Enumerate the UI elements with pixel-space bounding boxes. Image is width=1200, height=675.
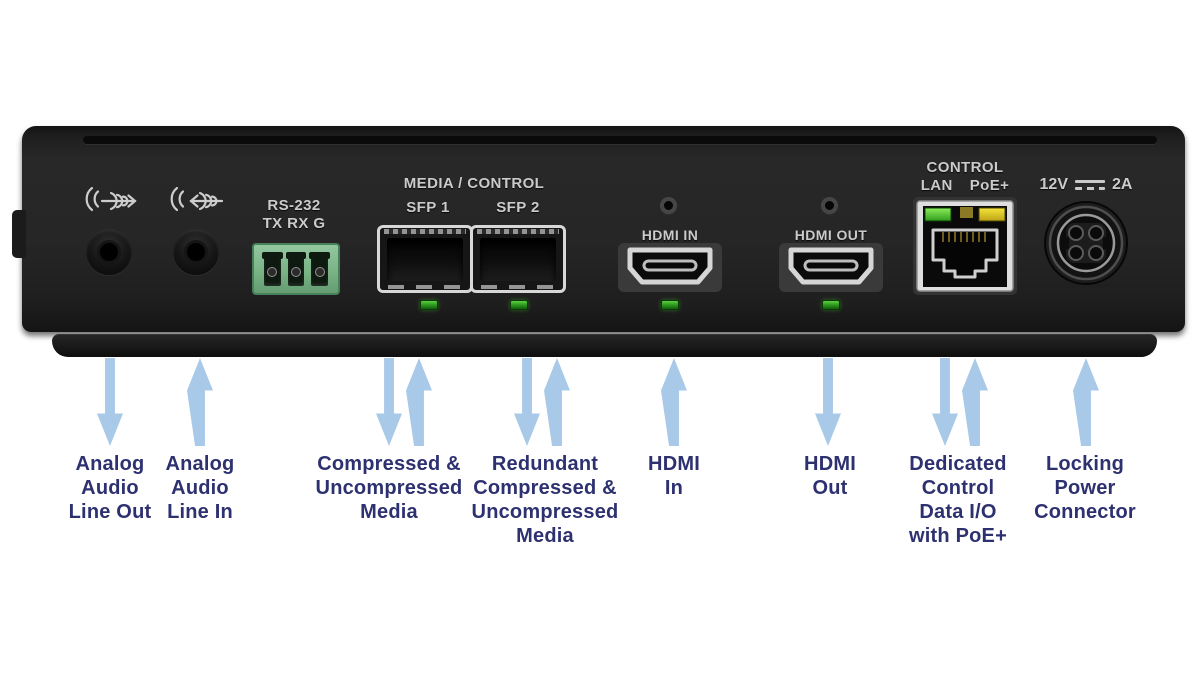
sfp-opening: [387, 238, 463, 281]
hdmi-in-screw-hole: [660, 197, 677, 214]
lan-rj45-port: [913, 197, 1017, 295]
sfp1-label: SFP 1: [406, 199, 450, 216]
callout-hdmi-out: HDMI Out: [804, 453, 856, 499]
sfp2-status-led: [510, 300, 528, 310]
power-rating-label: 12V 2A: [1036, 176, 1136, 194]
hdmi-in-port: [618, 243, 722, 292]
callout-hdmi-in: HDMI In: [648, 453, 700, 499]
hdmi-out-label: HDMI OUT: [794, 227, 868, 243]
down-arrow-icon: [815, 358, 841, 446]
hdmi-in-label: HDMI IN: [641, 227, 699, 243]
up-arrow-icon: [406, 358, 432, 446]
up-arrow-icon: [1073, 358, 1099, 446]
terminal-screw: [314, 266, 325, 277]
callout-analog-audio-line-out: Analog Audio Line Out: [68, 453, 152, 523]
callout-redundant-media: Redundant Compressed & Uncompressed Medi…: [471, 453, 619, 547]
callout-locking-power: Locking Power Connector: [1034, 453, 1136, 523]
rs232-label: RS-232 TX RX G: [244, 197, 344, 233]
terminal-screw: [267, 266, 278, 277]
terminal-slot-g: [309, 252, 330, 286]
hdmi-out-status-led: [822, 300, 840, 310]
hdmi-in-status-led: [661, 300, 679, 310]
rs232-title: RS-232: [267, 197, 321, 214]
jack-hole: [184, 240, 208, 264]
terminal-screw: [291, 266, 301, 277]
audio-line-in-jack: [173, 229, 219, 275]
dc-voltage-icon: [1075, 180, 1105, 190]
power-volts: 12V: [1039, 176, 1068, 193]
rs232-terminal-block: [252, 243, 340, 295]
up-arrow-icon: [187, 358, 213, 446]
device-base-stand: [52, 334, 1157, 357]
sfp1-port: [377, 225, 473, 293]
sfp-opening: [480, 238, 556, 281]
audio-line-out-icon: [85, 186, 137, 212]
down-arrow-icon: [97, 358, 123, 446]
lan-poe-labels: LAN PoE+: [915, 177, 1015, 194]
callout-compressed-media: Compressed & Uncompressed Media: [315, 453, 463, 523]
poe-label: PoE+: [969, 177, 1010, 194]
chassis-groove: [83, 136, 1157, 144]
jack-hole: [97, 240, 121, 264]
lan-label: LAN: [920, 177, 953, 194]
audio-line-out-jack: [86, 229, 132, 275]
rs232-pins-label: TX RX G: [262, 215, 326, 232]
callout-analog-audio-line-in: Analog Audio Line In: [165, 453, 235, 523]
down-arrow-icon: [514, 358, 540, 446]
callout-dedicated-control: Dedicated Control Data I/O with PoE+: [909, 453, 1007, 547]
power-amps: 2A: [1112, 176, 1133, 193]
hdmi-out-screw-hole: [821, 197, 838, 214]
down-arrow-icon: [376, 358, 402, 446]
sfp2-port: [470, 225, 566, 293]
chassis-side-tab: [12, 210, 26, 258]
up-arrow-icon: [544, 358, 570, 446]
up-arrow-icon: [661, 358, 687, 446]
terminal-slot-rx: [285, 252, 306, 286]
up-arrow-icon: [962, 358, 988, 446]
media-control-header: MEDIA / CONTROL: [403, 175, 545, 192]
terminal-slot-tx: [262, 252, 283, 286]
sfp2-label: SFP 2: [496, 199, 540, 216]
power-din-connector: [1044, 201, 1128, 285]
hdmi-out-port: [779, 243, 883, 292]
sfp1-status-led: [420, 300, 438, 310]
audio-line-in-icon: [170, 186, 224, 212]
control-header: CONTROL: [926, 159, 1004, 176]
down-arrow-icon: [932, 358, 958, 446]
